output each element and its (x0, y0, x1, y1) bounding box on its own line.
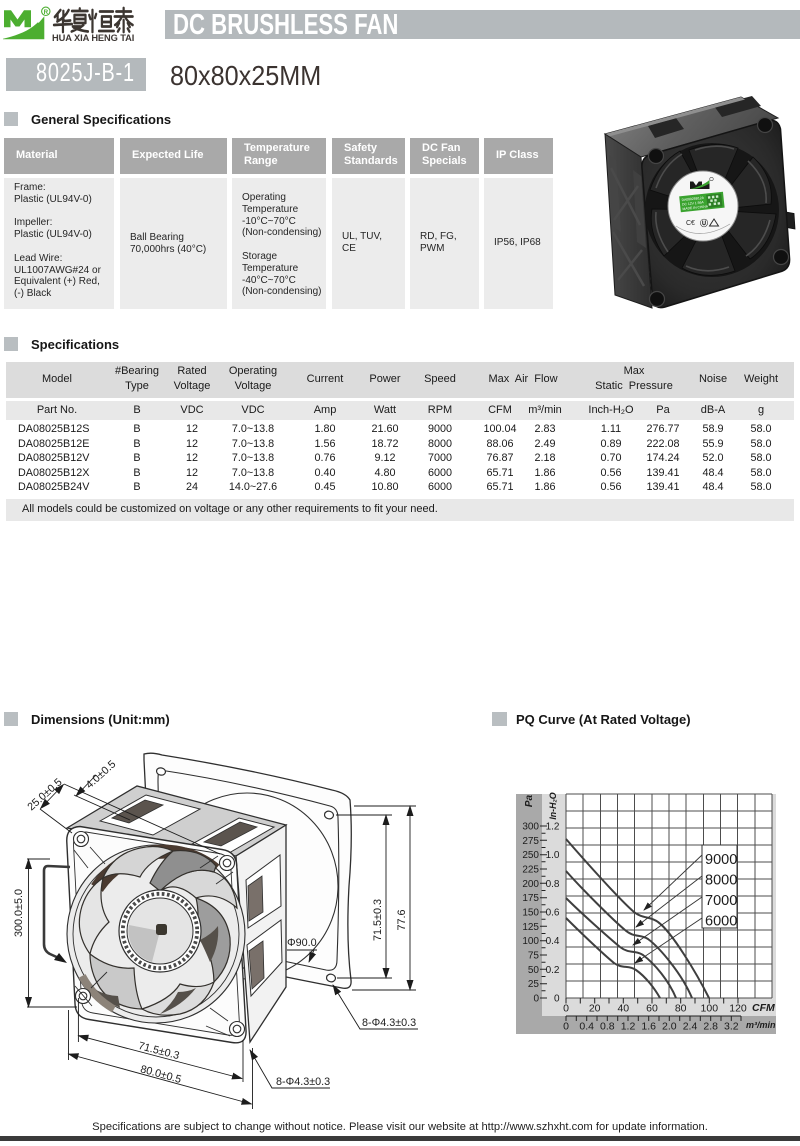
svg-text:275: 275 (522, 836, 539, 847)
svg-text:0.2: 0.2 (546, 965, 560, 976)
svg-text:120: 120 (729, 1003, 747, 1015)
svg-text:m³/min: m³/min (746, 1020, 776, 1030)
svg-text:4.0±0.5: 4.0±0.5 (84, 758, 119, 791)
svg-text:1.2: 1.2 (546, 822, 560, 833)
svg-text:20: 20 (589, 1003, 601, 1015)
svg-text:1.6: 1.6 (641, 1021, 656, 1033)
svg-text:In-H₂O: In-H₂O (548, 792, 558, 819)
svg-text:77.6: 77.6 (396, 909, 408, 930)
svg-text:225: 225 (522, 865, 539, 876)
svg-text:MADE IN CHINA: MADE IN CHINA (682, 204, 709, 211)
svg-text:0: 0 (554, 994, 560, 1005)
svg-text:100: 100 (522, 936, 539, 947)
svg-text:CFM: CFM (752, 1002, 775, 1014)
svg-text:HUA XIA HENG TAI: HUA XIA HENG TAI (52, 33, 134, 43)
svg-text:7000: 7000 (705, 893, 737, 909)
svg-text:60: 60 (646, 1003, 658, 1015)
svg-text:8000: 8000 (705, 873, 737, 889)
svg-text:150: 150 (522, 908, 539, 919)
svg-text:DC 12V 1.56A: DC 12V 1.56A (682, 200, 705, 206)
svg-text:2.8: 2.8 (703, 1021, 718, 1033)
svg-text:Pa: Pa (524, 794, 535, 807)
svg-text:R: R (44, 9, 49, 16)
svg-text:40: 40 (617, 1003, 629, 1015)
svg-text:0.6: 0.6 (546, 908, 560, 919)
svg-text:0: 0 (563, 1003, 569, 1015)
svg-text:300.0±5.0: 300.0±5.0 (13, 889, 25, 937)
svg-text:6000: 6000 (705, 914, 737, 930)
svg-text:DA08025B12A: DA08025B12A (681, 196, 704, 202)
svg-text:0.4: 0.4 (546, 936, 560, 947)
svg-text:C€: C€ (686, 220, 695, 227)
svg-text:2.0: 2.0 (662, 1021, 677, 1033)
svg-text:71.5±0.3: 71.5±0.3 (137, 1040, 181, 1062)
svg-text:0: 0 (563, 1021, 569, 1033)
svg-text:250: 250 (522, 850, 539, 861)
svg-text:100: 100 (701, 1003, 719, 1015)
svg-text:8-Φ4.3±0.3: 8-Φ4.3±0.3 (276, 1076, 330, 1088)
svg-text:80.0±0.5: 80.0±0.5 (139, 1063, 183, 1086)
svg-text:300: 300 (522, 822, 539, 833)
svg-text:71.5±0.3: 71.5±0.3 (372, 899, 384, 941)
svg-text:1.2: 1.2 (621, 1021, 636, 1033)
svg-text:75: 75 (528, 951, 540, 962)
svg-text:0: 0 (533, 994, 539, 1005)
svg-text:0.8: 0.8 (546, 879, 560, 890)
svg-text:25: 25 (528, 979, 540, 990)
svg-text:1.0: 1.0 (546, 850, 560, 861)
svg-text:2.4: 2.4 (683, 1021, 698, 1033)
svg-text:Φ90.0: Φ90.0 (287, 937, 317, 949)
svg-text:0.8: 0.8 (600, 1021, 615, 1033)
svg-text:3.2: 3.2 (724, 1021, 739, 1033)
svg-text:125: 125 (522, 922, 539, 933)
svg-text:200: 200 (522, 879, 539, 890)
svg-text:0.4: 0.4 (579, 1021, 594, 1033)
svg-text:50: 50 (528, 965, 540, 976)
svg-text:8-Φ4.3±0.3: 8-Φ4.3±0.3 (362, 1017, 416, 1029)
svg-text:175: 175 (522, 893, 539, 904)
svg-text:80: 80 (675, 1003, 687, 1015)
svg-text:9000: 9000 (705, 852, 737, 868)
svg-text:Ⓤ: Ⓤ (700, 218, 708, 228)
svg-text:25.0±0.5: 25.0±0.5 (25, 776, 64, 813)
